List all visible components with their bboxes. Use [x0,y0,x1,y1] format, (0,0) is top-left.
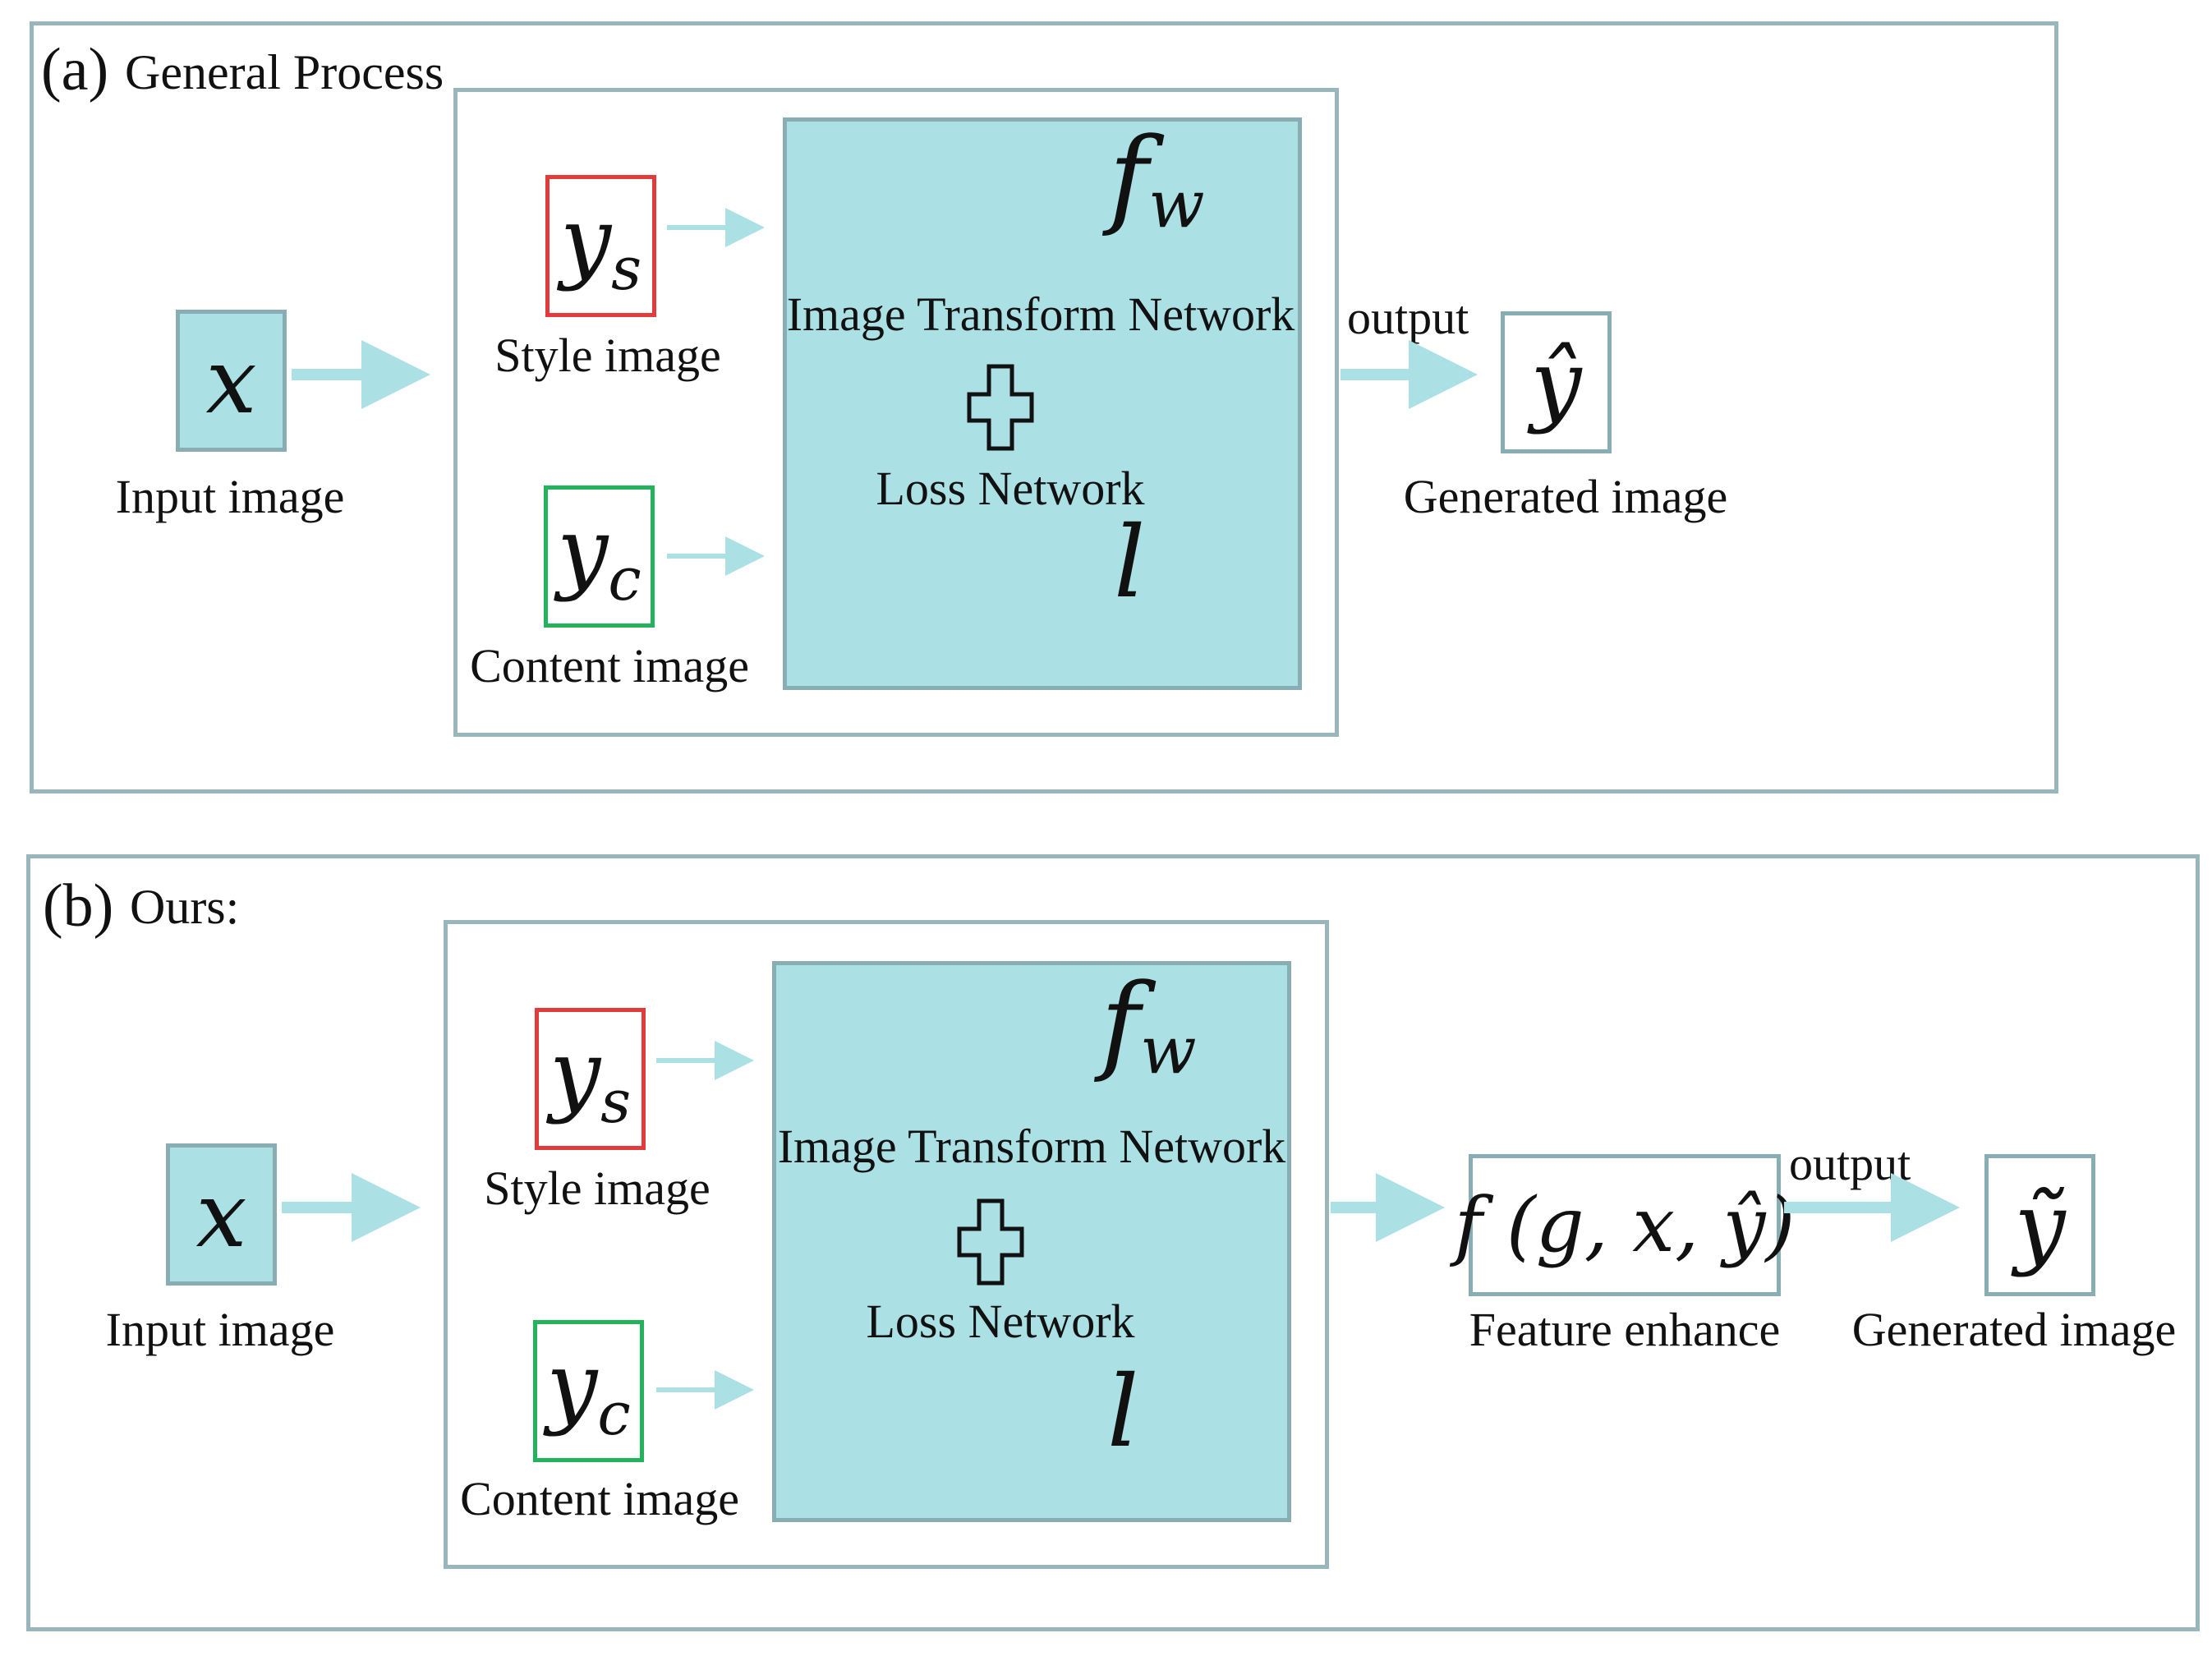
panel-b-plus-icon [956,1198,1025,1290]
panel-b-loss-symbol: l [1107,1355,1139,1470]
panel-b-fw-symbol: fw [1101,960,1197,1088]
panel-b-output-label: output [1789,1137,1911,1190]
panel-b-network-box [772,961,1291,1522]
panel-a-transform-label: Image Transform Network [786,288,1295,341]
panel-a-content-label: Content image [470,639,749,692]
panel-b-content-box: yc [533,1320,644,1462]
panel-b-enhance-box: f (g, x, ŷ) [1455,1154,1795,1296]
panel-b-tag: (b) [43,872,114,940]
panel-a-output-label: output [1347,291,1469,344]
panel-b-transform-label: Image Transform Network [777,1120,1286,1173]
panel-b-style-box: ys [535,1008,646,1150]
panel-a-input-label: Input image [115,470,345,523]
panel-a-content-symbol: yc [557,497,642,614]
panel-b-generated-symbol: ỹ [2014,1172,2066,1278]
panel-b-content-label: Content image [460,1472,739,1525]
panel-a-style-label: Style image [494,329,721,382]
panel-a-tag: (a) [41,36,109,104]
panel-a-style-box: ys [545,175,656,317]
panel-a-loss-symbol: l [1114,506,1146,620]
panel-b-input-label: Input image [105,1303,335,1356]
panel-a-fw-symbol: fw [1109,114,1205,242]
panel-a-loss-label: Loss Network [876,462,1145,515]
panel-a-generated-label: Generated image [1403,470,1728,523]
panel-a-title: General Process [125,45,444,99]
panel-b-enhance-label: Feature enhance [1469,1303,1781,1356]
panel-a-content-box: yc [544,485,655,628]
panel-b-content-symbol: yc [546,1332,631,1448]
panel-b-style-symbol: ys [549,1019,632,1136]
panel-b-title: Ours: [130,880,240,934]
panel-a-input-box: x [176,310,287,452]
panel-a-plus-icon [966,363,1035,456]
panel-b-loss-label: Loss Network [866,1295,1135,1348]
panel-a-style-symbol: ys [559,186,642,303]
panel-a-network-box [783,117,1302,690]
panel-b-enhance-formula: f (g, x, ŷ) [1454,1180,1796,1269]
panel-a-input-symbol: x [205,328,257,434]
panel-a-generated-symbol: ŷ [1530,329,1582,435]
panel-b-style-label: Style image [484,1162,711,1215]
panel-b-input-box: x [166,1143,277,1286]
panel-a-generated-box: ŷ [1501,311,1612,453]
panel-b-generated-box: ỹ [1984,1154,2095,1296]
panel-b-input-symbol: x [195,1162,247,1267]
panel-b-generated-label: Generated image [1851,1303,2177,1356]
